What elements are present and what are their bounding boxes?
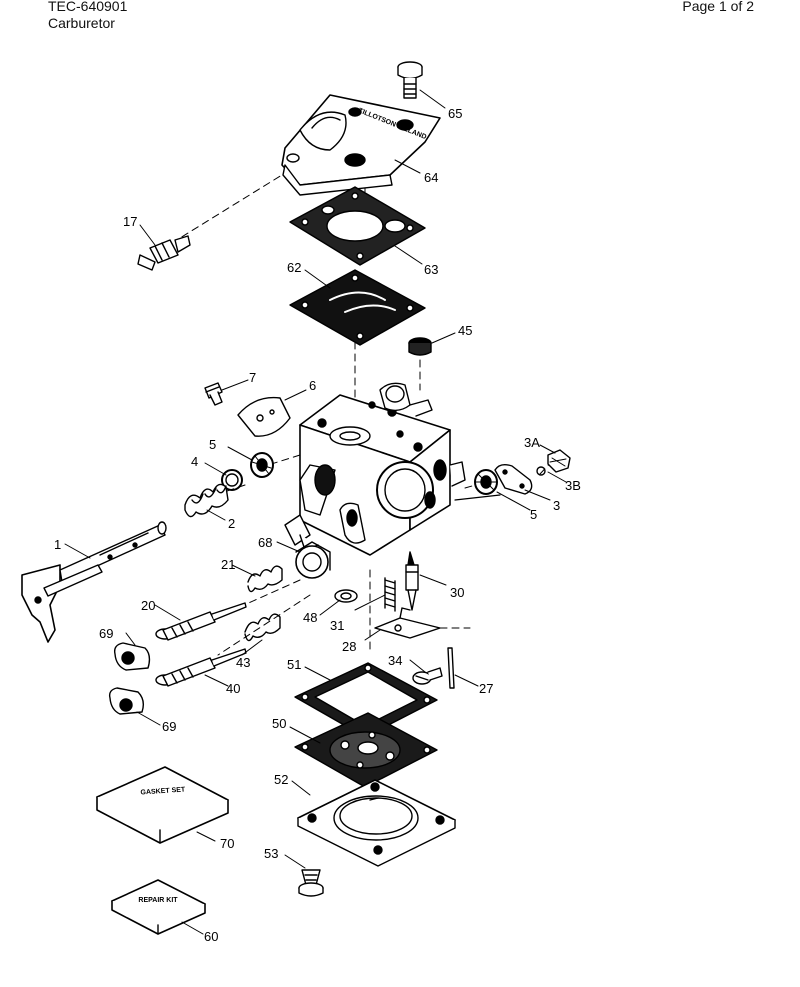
callout-30: 30 xyxy=(450,585,464,600)
callout-21: 21 xyxy=(221,557,235,572)
callout-65: 65 xyxy=(448,106,462,121)
pump-cover: TILLOTSON IRELAND xyxy=(281,94,441,196)
inlet-needle xyxy=(405,551,419,611)
callout-28: 28 xyxy=(342,639,356,654)
callout-labels: 65 64 17 63 62 45 7 6 5 4 3A 3B 3 5 2 1 … xyxy=(54,106,581,944)
limiter-cap-lower xyxy=(108,687,145,715)
carburetor-body xyxy=(284,382,501,556)
metering-spring xyxy=(384,577,396,612)
callout-3a: 3A xyxy=(524,435,540,450)
high-needle-spring xyxy=(247,565,283,593)
callout-69-lower: 69 xyxy=(162,719,176,734)
lever-screw xyxy=(412,667,443,685)
limiter-cap-upper xyxy=(113,642,151,671)
throttle-plate xyxy=(237,396,291,437)
idle-screw xyxy=(137,235,191,271)
plate-screw xyxy=(204,382,223,406)
bushing-right xyxy=(474,469,498,495)
metering-diaphragm xyxy=(294,712,438,788)
callout-48: 48 xyxy=(303,610,317,625)
callout-70: 70 xyxy=(220,836,234,851)
callout-31: 31 xyxy=(330,618,344,633)
leader-lines xyxy=(64,89,567,935)
callout-53: 53 xyxy=(264,846,278,861)
callout-40: 40 xyxy=(226,681,240,696)
callout-62: 62 xyxy=(287,260,301,275)
pump-diaphragm xyxy=(289,269,426,346)
callout-64: 64 xyxy=(424,170,438,185)
callout-45: 45 xyxy=(458,323,472,338)
callout-5-right: 5 xyxy=(530,507,537,522)
callout-52: 52 xyxy=(274,772,288,787)
callout-50: 50 xyxy=(272,716,286,731)
callout-68: 68 xyxy=(258,535,272,550)
callout-6: 6 xyxy=(309,378,316,393)
throttle-spring xyxy=(184,483,229,518)
document-subtitle: Carburetor xyxy=(48,15,115,31)
choke-nut xyxy=(547,449,571,473)
page-number: Page 1 of 2 xyxy=(682,0,754,14)
callout-69-upper: 69 xyxy=(99,626,113,641)
callout-2: 2 xyxy=(228,516,235,531)
high-speed-needle xyxy=(155,602,247,641)
throttle-shaft xyxy=(21,521,167,643)
callout-3b: 3B xyxy=(565,478,581,493)
callout-60: 60 xyxy=(204,929,218,944)
callout-63: 63 xyxy=(424,262,438,277)
callout-17: 17 xyxy=(123,214,137,229)
callout-34: 34 xyxy=(388,653,402,668)
callout-20: 20 xyxy=(141,598,155,613)
lever-pin xyxy=(447,647,455,689)
welch-plug xyxy=(334,589,358,603)
callout-43: 43 xyxy=(236,655,250,670)
gasket-set-label: GASKET SET xyxy=(140,786,186,796)
callout-51: 51 xyxy=(287,657,301,672)
cover-screw xyxy=(397,61,423,99)
cover-screw-bottom xyxy=(298,869,324,897)
callout-3: 3 xyxy=(553,498,560,513)
low-speed-needle xyxy=(155,648,247,687)
pump-gasket xyxy=(289,186,426,266)
metering-lever xyxy=(374,607,441,639)
low-needle-spring xyxy=(244,613,281,642)
callout-4: 4 xyxy=(191,454,198,469)
metering-gasket xyxy=(294,662,438,738)
bushing-left xyxy=(250,452,274,478)
throttle-cap xyxy=(408,337,432,356)
needle-housing xyxy=(295,541,331,579)
washer-left xyxy=(221,469,243,491)
gasket-set-box: GASKET SET xyxy=(96,766,229,844)
callout-1: 1 xyxy=(54,537,61,552)
metering-cover xyxy=(297,779,456,867)
choke-lever xyxy=(494,463,533,495)
document-id: TEC-640901 xyxy=(48,0,128,14)
choke-washer xyxy=(536,466,546,476)
callout-27: 27 xyxy=(479,681,493,696)
repair-kit-label: REPAIR KIT xyxy=(138,897,178,904)
callout-7: 7 xyxy=(249,370,256,385)
callout-5-left: 5 xyxy=(209,437,216,452)
repair-kit-box: REPAIR KIT xyxy=(111,879,206,935)
